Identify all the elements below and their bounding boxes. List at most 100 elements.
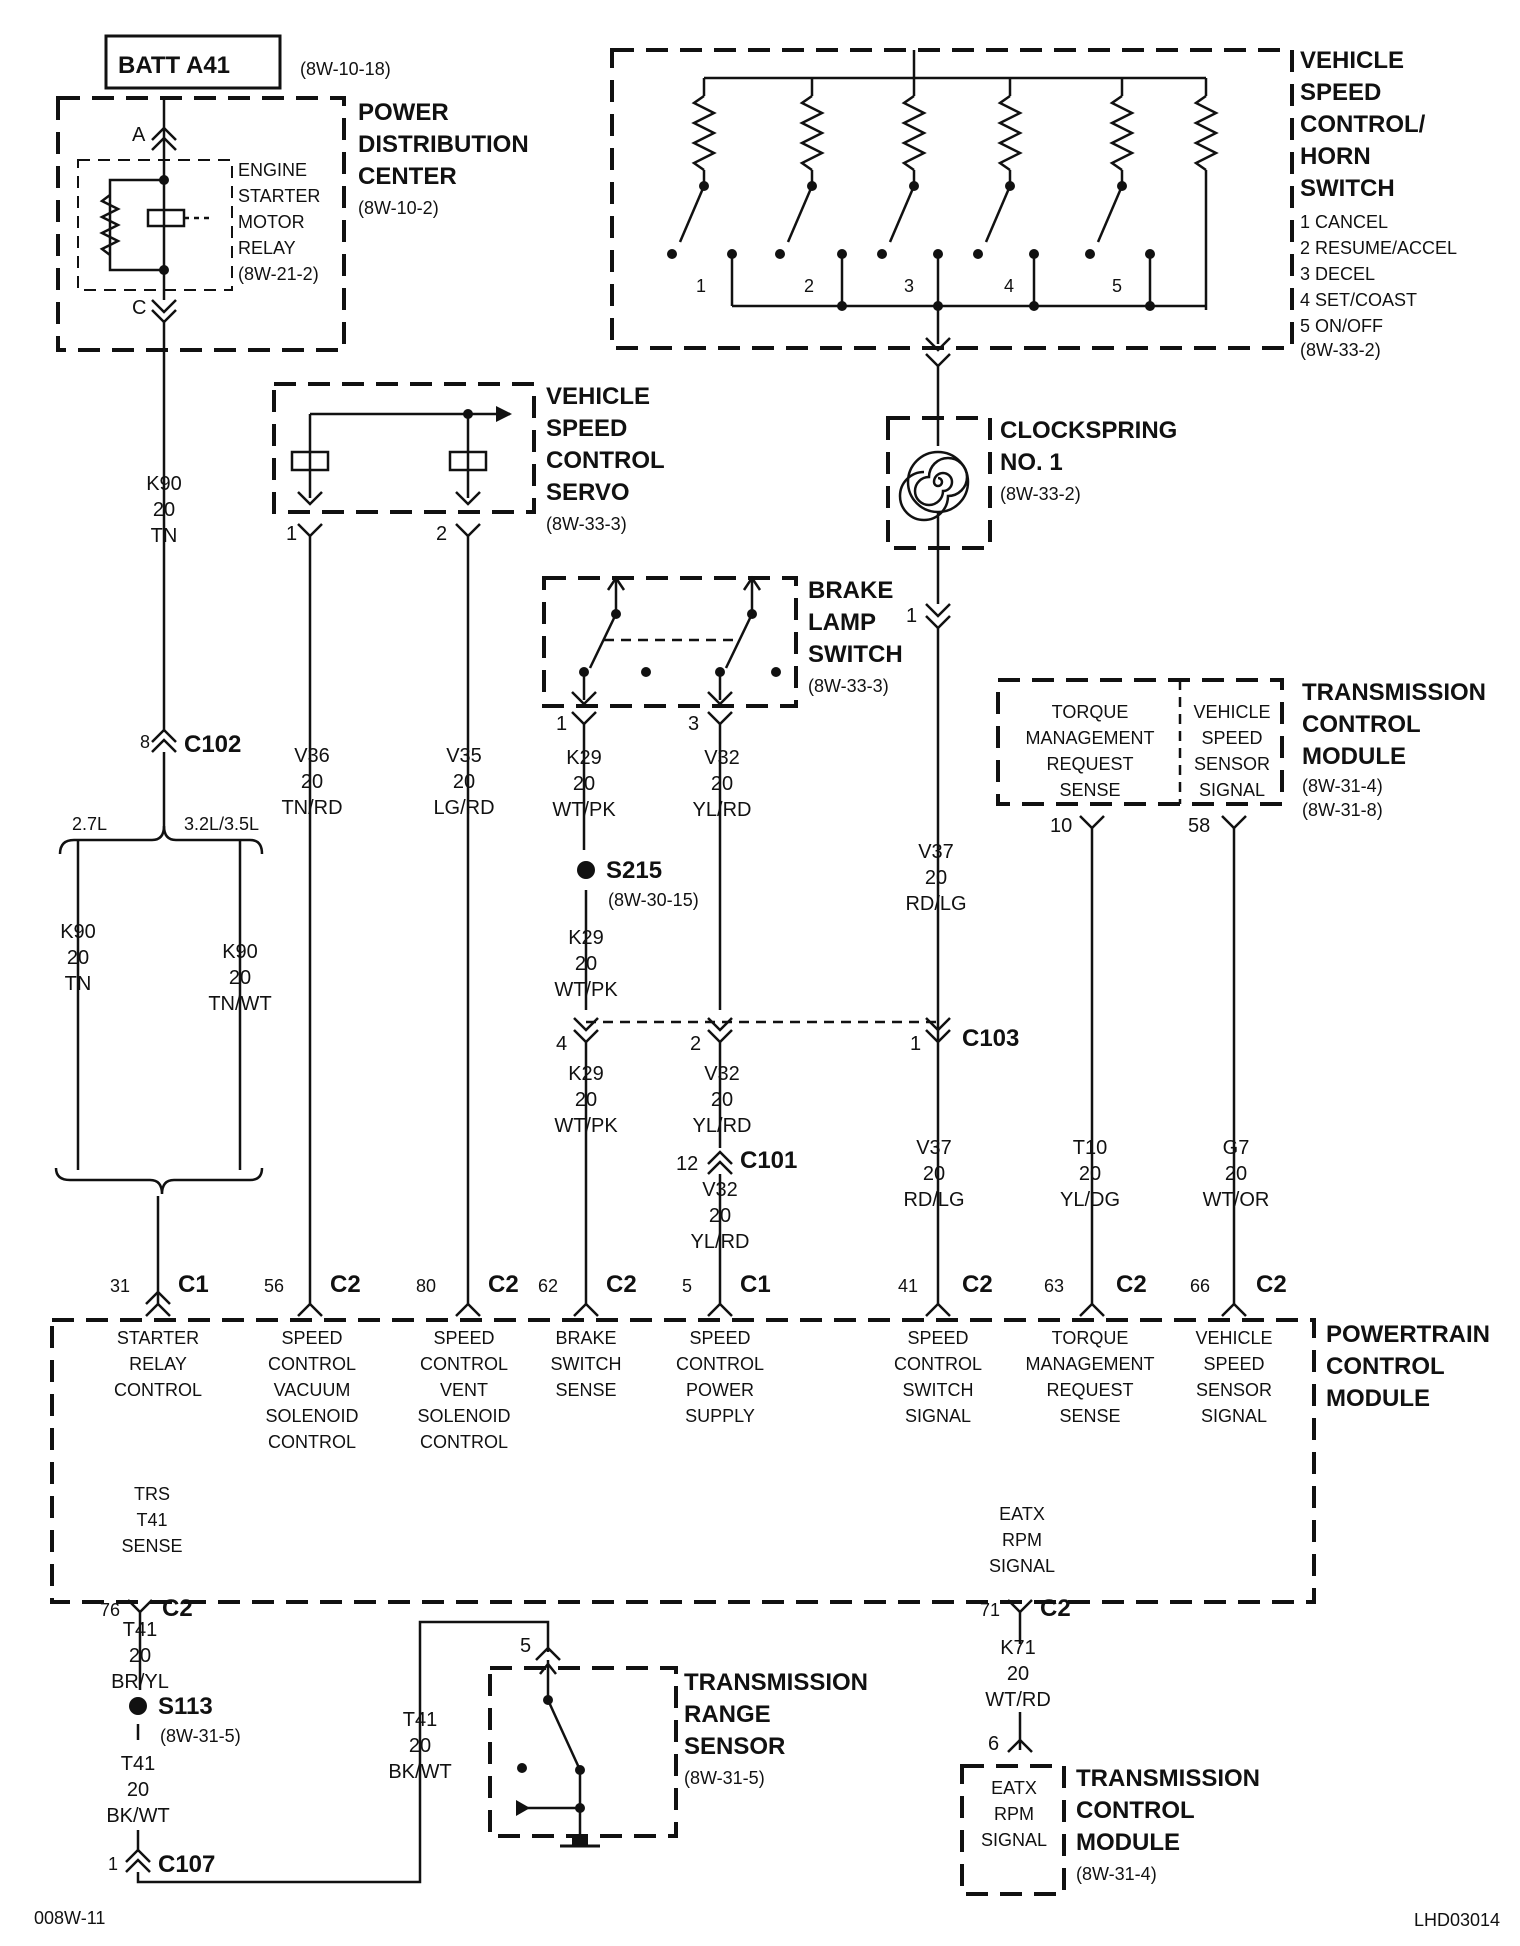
svg-text:20: 20	[709, 1205, 731, 1227]
svg-text:SIGNAL: SIGNAL	[905, 1406, 971, 1426]
clockspring-title: CLOCKSPRING NO. 1 (8W-33-2)	[1000, 417, 1177, 504]
svg-text:YL/RD: YL/RD	[693, 799, 752, 821]
pdc-title: POWER DISTRIBUTION CENTER (8W-10-2)	[358, 99, 529, 218]
svg-text:DISTRIBUTION: DISTRIBUTION	[358, 131, 529, 158]
svg-text:20: 20	[129, 1645, 151, 1667]
svg-text:SIGNAL: SIGNAL	[1201, 1406, 1267, 1426]
svg-text:VEHICLE: VEHICLE	[1300, 47, 1404, 74]
svg-text:V35: V35	[446, 745, 482, 767]
svg-text:SPEED: SPEED	[281, 1328, 342, 1348]
c107-label: C107	[158, 1851, 215, 1878]
svg-text:1 CANCEL: 1 CANCEL	[1300, 212, 1388, 232]
svg-text:LAMP: LAMP	[808, 609, 876, 636]
svg-text:MODULE: MODULE	[1076, 1829, 1180, 1856]
svg-text:20: 20	[1079, 1163, 1101, 1185]
pcm-terminal-66: 66 C2 VEHICLE SPEED SENSOR SIGNAL	[1190, 1271, 1287, 1426]
trs-pin: 5	[520, 1635, 531, 1657]
svg-text:K29: K29	[566, 747, 602, 769]
svg-text:K29: K29	[568, 927, 604, 949]
svg-text:20: 20	[1225, 1163, 1247, 1185]
horn-switch-title: VEHICLE SPEED CONTROL/ HORN SWITCH	[1300, 47, 1426, 202]
svg-text:V32: V32	[704, 747, 740, 769]
svg-text:3 DECEL: 3 DECEL	[1300, 264, 1375, 284]
clockspring-icon	[898, 450, 970, 522]
svg-text:C2: C2	[606, 1271, 637, 1298]
svg-text:TRS: TRS	[134, 1484, 170, 1504]
svg-text:SWITCH: SWITCH	[551, 1354, 622, 1374]
svg-text:(8W-31-8): (8W-31-8)	[1302, 800, 1383, 820]
svg-text:62: 62	[538, 1276, 558, 1296]
svg-text:BRAKE: BRAKE	[555, 1328, 616, 1348]
pcm-box	[50, 1318, 1316, 1604]
relay-resistor	[99, 194, 121, 256]
svg-text:20: 20	[711, 773, 733, 795]
brake-connector-3	[707, 711, 733, 726]
pcm-terminal-31: 31 C1 STARTER RELAY CONTROL	[110, 1271, 209, 1400]
pcm-terminal-56: 56 C2 SPEED CONTROL VACUUM SOLENOID CONT…	[264, 1271, 361, 1452]
tcm-bottom-title: TRANSMISSION CONTROL MODULE (8W-31-4)	[1076, 1765, 1260, 1884]
svg-text:BK/WT: BK/WT	[106, 1805, 169, 1827]
c102-pin: 8	[140, 732, 150, 752]
svg-text:CONTROL: CONTROL	[114, 1380, 202, 1400]
svg-text:SOLENOID: SOLENOID	[265, 1406, 358, 1426]
horn-switch-resistors	[691, 78, 1219, 310]
tcm-bottom-box	[960, 1764, 1066, 1896]
svg-text:20: 20	[453, 771, 475, 793]
svg-text:VACUUM: VACUUM	[274, 1380, 351, 1400]
footer-left: 008W-11	[34, 1908, 105, 1928]
svg-text:C2: C2	[488, 1271, 519, 1298]
svg-text:CONTROL: CONTROL	[1302, 711, 1421, 738]
svg-text:(8W-10-2): (8W-10-2)	[358, 198, 439, 218]
svg-text:SIGNAL: SIGNAL	[1199, 780, 1265, 800]
pcm-conn-71: C2	[1040, 1595, 1071, 1622]
clockspring-pin: 1	[906, 605, 917, 627]
svg-text:CONTROL: CONTROL	[1076, 1797, 1195, 1824]
pcm-conn-76: C2	[162, 1595, 193, 1622]
servo-pin2: 2	[436, 523, 447, 545]
tcm-pin-58: 58	[1188, 815, 1210, 837]
svg-text:STARTER: STARTER	[238, 186, 320, 206]
servo-connector-2	[455, 523, 481, 538]
svg-text:REQUEST: REQUEST	[1046, 754, 1133, 774]
svg-text:K90: K90	[222, 941, 258, 963]
svg-text:HORN: HORN	[1300, 143, 1371, 170]
pcm-eatx-label: EATX RPM SIGNAL	[989, 1504, 1055, 1576]
svg-text:VEHICLE: VEHICLE	[1193, 702, 1270, 722]
svg-text:BRAKE: BRAKE	[808, 577, 893, 604]
svg-text:MANAGEMENT: MANAGEMENT	[1025, 1354, 1154, 1374]
svg-text:SOLENOID: SOLENOID	[417, 1406, 510, 1426]
svg-text:80: 80	[416, 1276, 436, 1296]
svg-text:31: 31	[110, 1276, 130, 1296]
splice-s113	[129, 1697, 147, 1715]
c102-label: C102	[184, 731, 241, 758]
svg-text:SUPPLY: SUPPLY	[685, 1406, 755, 1426]
label-v35: V35 20 LG/RD	[433, 745, 494, 819]
svg-text:POWERTRAIN: POWERTRAIN	[1326, 1321, 1490, 1348]
variant-32-label: 3.2L/3.5L	[184, 814, 259, 834]
svg-text:CENTER: CENTER	[358, 163, 457, 190]
batt-label: BATT A41	[118, 52, 230, 79]
svg-text:K71: K71	[1000, 1637, 1036, 1659]
c101-label: C101	[740, 1147, 797, 1174]
connector-c101	[707, 1150, 733, 1175]
servo-vacuum-solenoid-icon	[290, 450, 330, 472]
svg-text:5: 5	[1112, 276, 1122, 296]
s215-label: S215	[606, 857, 662, 884]
svg-text:YL/RD: YL/RD	[693, 1115, 752, 1137]
brake-switch-box	[542, 576, 798, 708]
svg-text:SPEED: SPEED	[1300, 79, 1381, 106]
svg-text:CONTROL: CONTROL	[268, 1354, 356, 1374]
svg-text:CONTROL: CONTROL	[676, 1354, 764, 1374]
svg-text:MOTOR: MOTOR	[238, 212, 305, 232]
tcm-top-box	[996, 678, 1284, 806]
clockspring-connector	[925, 603, 951, 630]
svg-text:C2: C2	[330, 1271, 361, 1298]
svg-text:VEHICLE: VEHICLE	[1195, 1328, 1272, 1348]
svg-text:MANAGEMENT: MANAGEMENT	[1025, 728, 1154, 748]
c107-pin: 1	[108, 1854, 118, 1874]
label-v37-b: V37 20 RD/LG	[903, 1137, 964, 1211]
svg-text:2: 2	[804, 276, 814, 296]
trs-title: TRANSMISSION RANGE SENSOR (8W-31-5)	[684, 1669, 868, 1788]
splice-s215	[577, 861, 595, 879]
svg-text:T41: T41	[403, 1709, 437, 1731]
